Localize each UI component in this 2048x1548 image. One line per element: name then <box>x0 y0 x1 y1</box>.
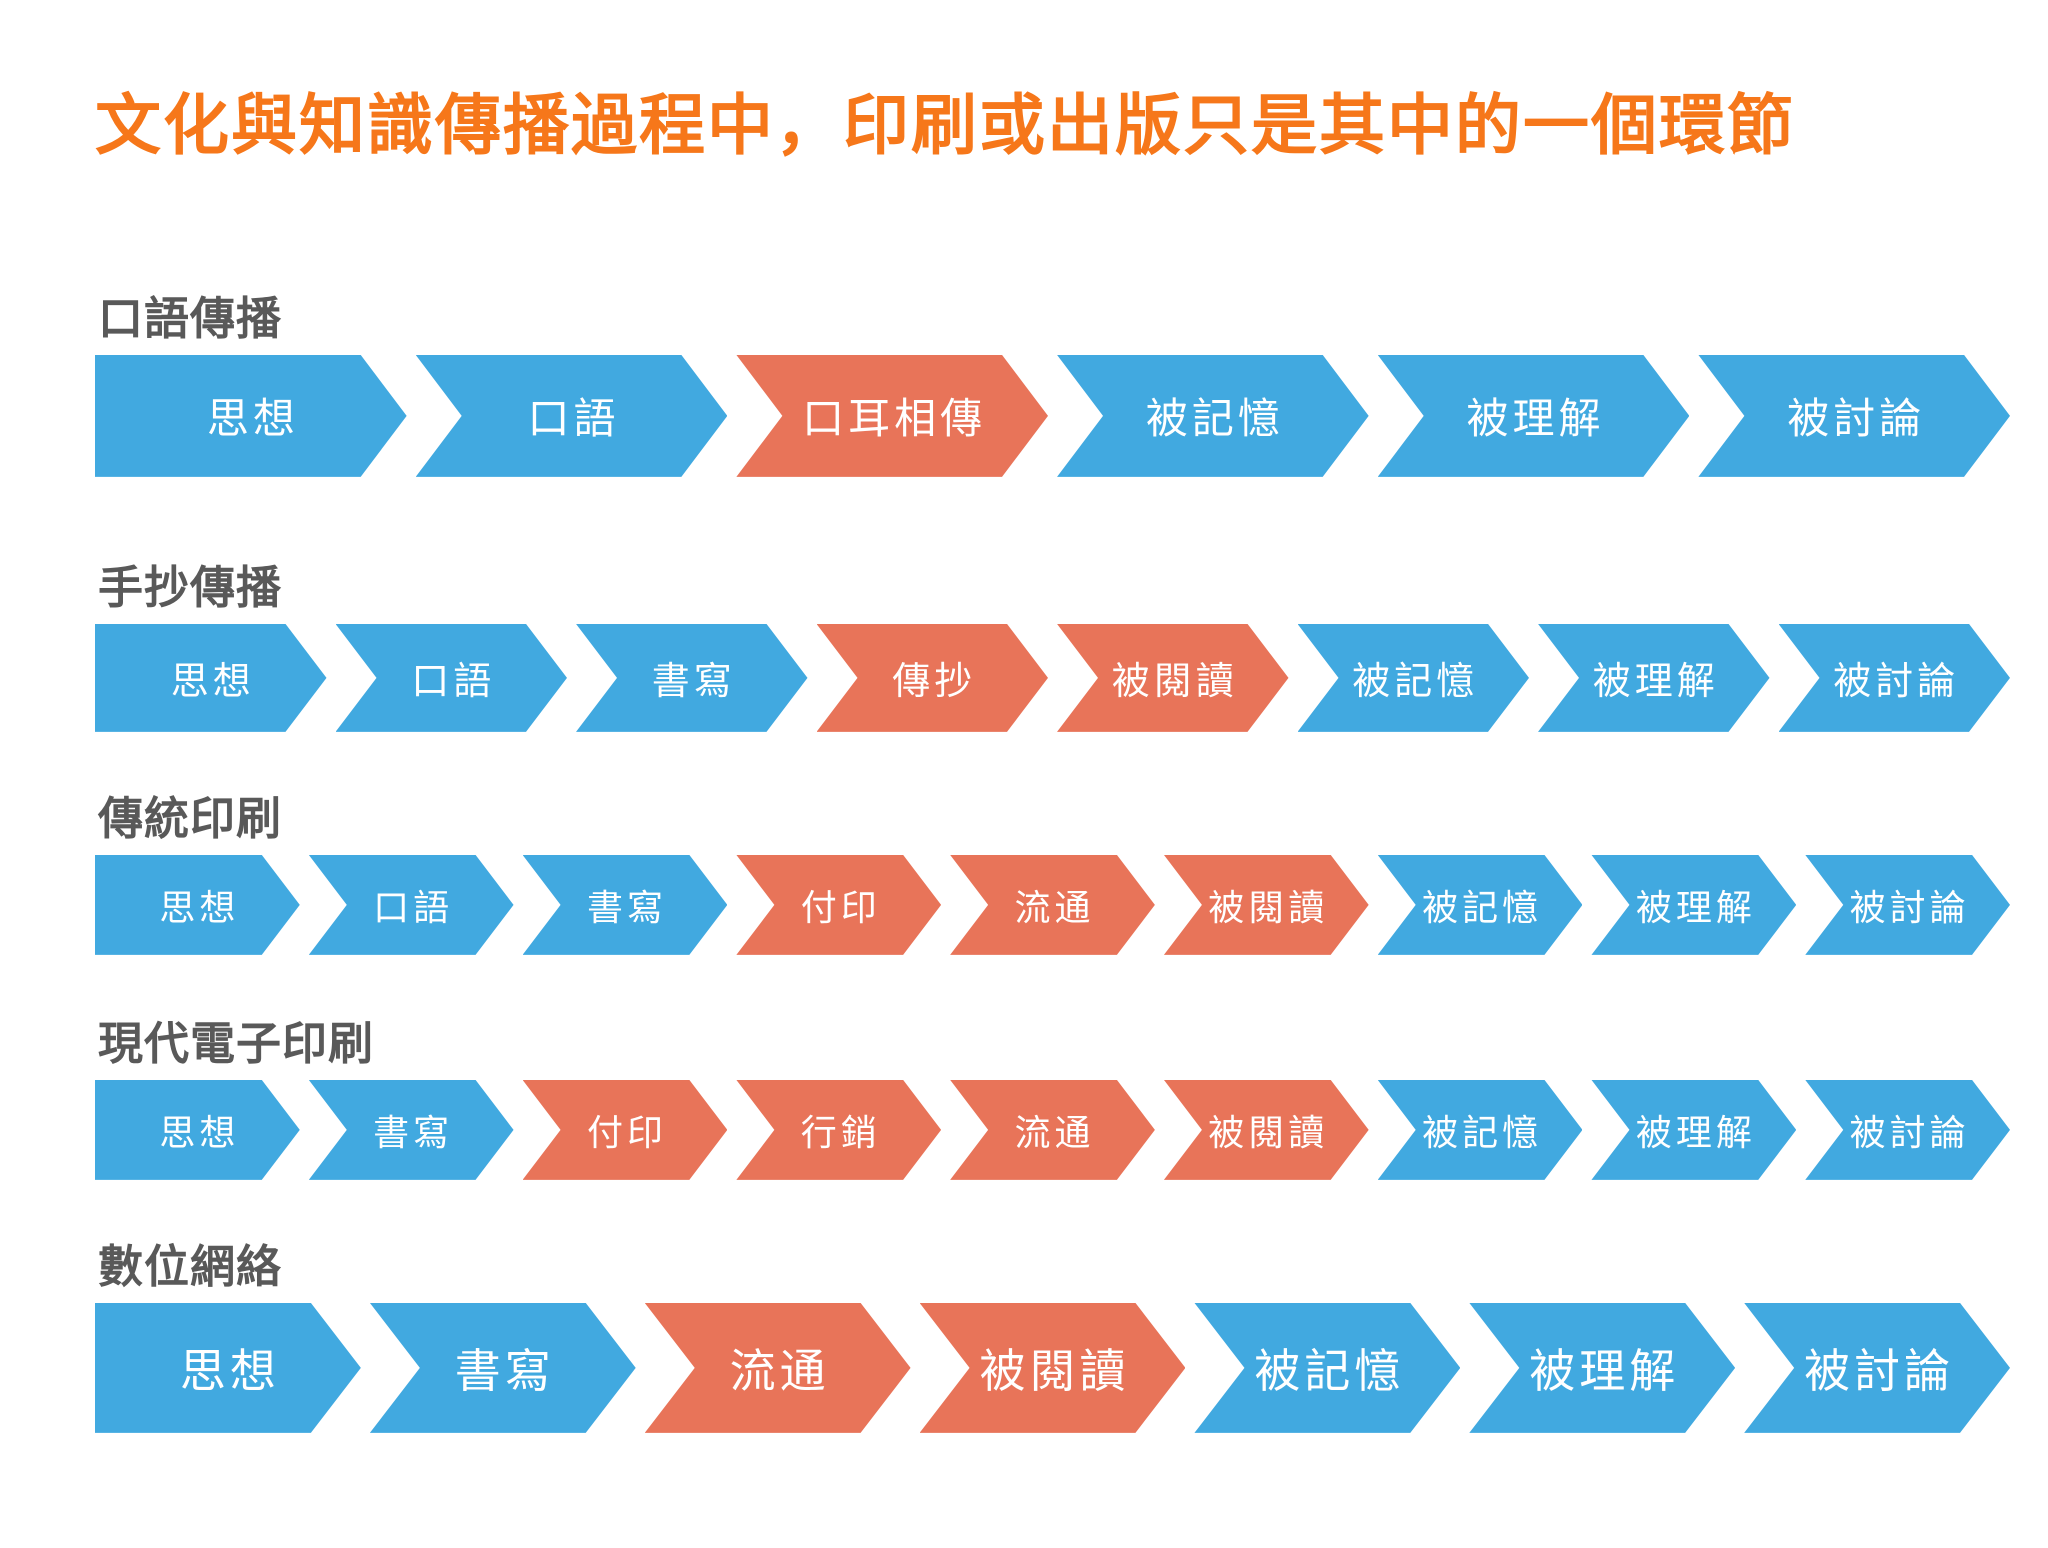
step-chevron: 被討論 <box>1698 355 2010 477</box>
step-label: 付印 <box>586 1111 667 1153</box>
step-label: 流通 <box>1014 1111 1095 1153</box>
step-chevron-highlight: 流通 <box>950 1080 1155 1180</box>
step-label: 被記憶 <box>1254 1344 1405 1397</box>
step-chevron-highlight: 被閱讀 <box>1164 855 1369 955</box>
step-chevron-highlight: 被閱讀 <box>1164 1080 1369 1180</box>
step-chevron: 被記憶 <box>1194 1303 1460 1433</box>
process-rows: 口語傳播思想口語口耳相傳被記憶被理解被討論手抄傳播思想口語書寫傳抄被閱讀被記憶被… <box>95 282 2010 1433</box>
step-chevron: 口語 <box>309 855 514 955</box>
step-label: 被討論 <box>1833 661 1960 704</box>
step-chevron: 思想 <box>95 855 300 955</box>
step-chevron-highlight: 流通 <box>950 855 1155 955</box>
step-chevron: 被理解 <box>1591 855 1796 955</box>
page-title: 文化與知識傳播過程中，印刷或出版只是其中的一個環節 <box>95 88 1795 162</box>
step-chevron-highlight: 傳抄 <box>817 624 1049 732</box>
step-label: 被理解 <box>1635 1111 1756 1153</box>
process-row: 手抄傳播思想 口語 書寫 傳抄 被閱讀 被記憶 被理解 被討論 <box>95 551 2010 732</box>
step-label: 流通 <box>729 1344 830 1397</box>
step-label: 被討論 <box>1849 886 1970 928</box>
process-row: 數位網絡思想 書寫 流通 被閱讀 被記憶 被理解 被討論 <box>95 1230 2010 1433</box>
step-label: 思想 <box>159 886 240 928</box>
row-label: 手抄傳播 <box>98 561 283 613</box>
step-label: 被討論 <box>1804 1344 1955 1397</box>
step-label: 流通 <box>1014 886 1095 928</box>
step-chevron: 被討論 <box>1744 1303 2010 1433</box>
step-chevron: 書寫 <box>523 855 728 955</box>
step-label: 被理解 <box>1592 661 1719 704</box>
step-label: 書寫 <box>454 1344 555 1397</box>
step-chevron-highlight: 付印 <box>523 1080 728 1180</box>
step-chevron-highlight: 付印 <box>736 855 941 955</box>
step-chevron: 被理解 <box>1378 355 1690 477</box>
step-label: 思想 <box>159 1111 240 1153</box>
arrow-bar: 思想 書寫 付印 行銷 流通 被閱讀 被記憶 被理解 被討論 <box>95 1080 2010 1180</box>
step-label: 被討論 <box>1787 395 1926 443</box>
step-chevron: 被記憶 <box>1378 1080 1583 1180</box>
arrow-bar: 思想 口語 口耳相傳 被記憶 被理解 被討論 <box>95 355 2010 477</box>
step-label: 付印 <box>800 886 881 928</box>
step-label: 被閱讀 <box>1208 886 1329 928</box>
step-chevron: 被記憶 <box>1057 355 1369 477</box>
step-chevron: 被理解 <box>1591 1080 1796 1180</box>
step-label: 被記憶 <box>1145 395 1284 443</box>
step-chevron: 思想 <box>95 1303 361 1433</box>
step-label: 思想 <box>179 1344 280 1397</box>
step-chevron: 被討論 <box>1805 855 2010 955</box>
step-label: 被記憶 <box>1352 661 1479 704</box>
step-label: 被記憶 <box>1422 1111 1543 1153</box>
step-chevron: 思想 <box>95 1080 300 1180</box>
step-label: 口語 <box>527 395 620 443</box>
step-label: 傳抄 <box>892 661 977 704</box>
row-label: 傳統印刷 <box>98 792 283 844</box>
step-label: 被閱讀 <box>1111 661 1238 704</box>
step-chevron-highlight: 被閱讀 <box>1057 624 1289 732</box>
arrow-bar: 思想 書寫 流通 被閱讀 被記憶 被理解 被討論 <box>95 1303 2010 1433</box>
step-chevron: 被記憶 <box>1298 624 1530 732</box>
step-chevron: 被理解 <box>1538 624 1770 732</box>
step-label: 被記憶 <box>1422 886 1543 928</box>
step-label: 書寫 <box>586 886 667 928</box>
step-label: 口耳相傳 <box>802 395 987 443</box>
process-row: 現代電子印刷思想 書寫 付印 行銷 流通 被閱讀 被記憶 被理解 被討論 <box>95 1007 2010 1180</box>
row-label: 數位網絡 <box>98 1240 283 1292</box>
step-label: 被理解 <box>1529 1344 1680 1397</box>
row-label: 現代電子印刷 <box>98 1017 375 1069</box>
step-chevron-highlight: 口耳相傳 <box>736 355 1048 477</box>
arrow-bar: 思想 口語 書寫 傳抄 被閱讀 被記憶 被理解 被討論 <box>95 624 2010 732</box>
process-row: 傳統印刷思想 口語 書寫 付印 流通 被閱讀 被記憶 被理解 被討論 <box>95 782 2010 955</box>
step-chevron: 思想 <box>95 355 407 477</box>
step-label: 被理解 <box>1466 395 1605 443</box>
step-label: 口語 <box>411 661 496 704</box>
row-label: 口語傳播 <box>98 292 283 344</box>
step-chevron-highlight: 流通 <box>645 1303 911 1433</box>
step-chevron: 思想 <box>95 624 327 732</box>
step-label: 行銷 <box>800 1111 881 1153</box>
step-label: 思想 <box>170 661 255 704</box>
step-chevron: 被討論 <box>1805 1080 2010 1180</box>
step-chevron: 書寫 <box>576 624 808 732</box>
step-label: 書寫 <box>651 661 736 704</box>
step-chevron-highlight: 行銷 <box>736 1080 941 1180</box>
step-label: 被閱讀 <box>1208 1111 1329 1153</box>
step-label: 思想 <box>206 395 299 443</box>
arrow-bar: 思想 口語 書寫 付印 流通 被閱讀 被記憶 被理解 被討論 <box>95 855 2010 955</box>
step-chevron: 被記憶 <box>1378 855 1583 955</box>
step-chevron: 被理解 <box>1469 1303 1735 1433</box>
step-chevron-highlight: 被閱讀 <box>920 1303 1186 1433</box>
step-label: 書寫 <box>373 1111 454 1153</box>
step-label: 口語 <box>373 886 454 928</box>
step-chevron: 書寫 <box>370 1303 636 1433</box>
step-chevron: 口語 <box>336 624 568 732</box>
step-label: 被討論 <box>1849 1111 1970 1153</box>
step-chevron: 書寫 <box>309 1080 514 1180</box>
step-chevron: 被討論 <box>1779 624 2011 732</box>
process-row: 口語傳播思想 口語 口耳相傳 被記憶 被理解 被討論 <box>95 282 2010 477</box>
step-chevron: 口語 <box>416 355 728 477</box>
step-label: 被閱讀 <box>979 1344 1130 1397</box>
step-label: 被理解 <box>1635 886 1756 928</box>
